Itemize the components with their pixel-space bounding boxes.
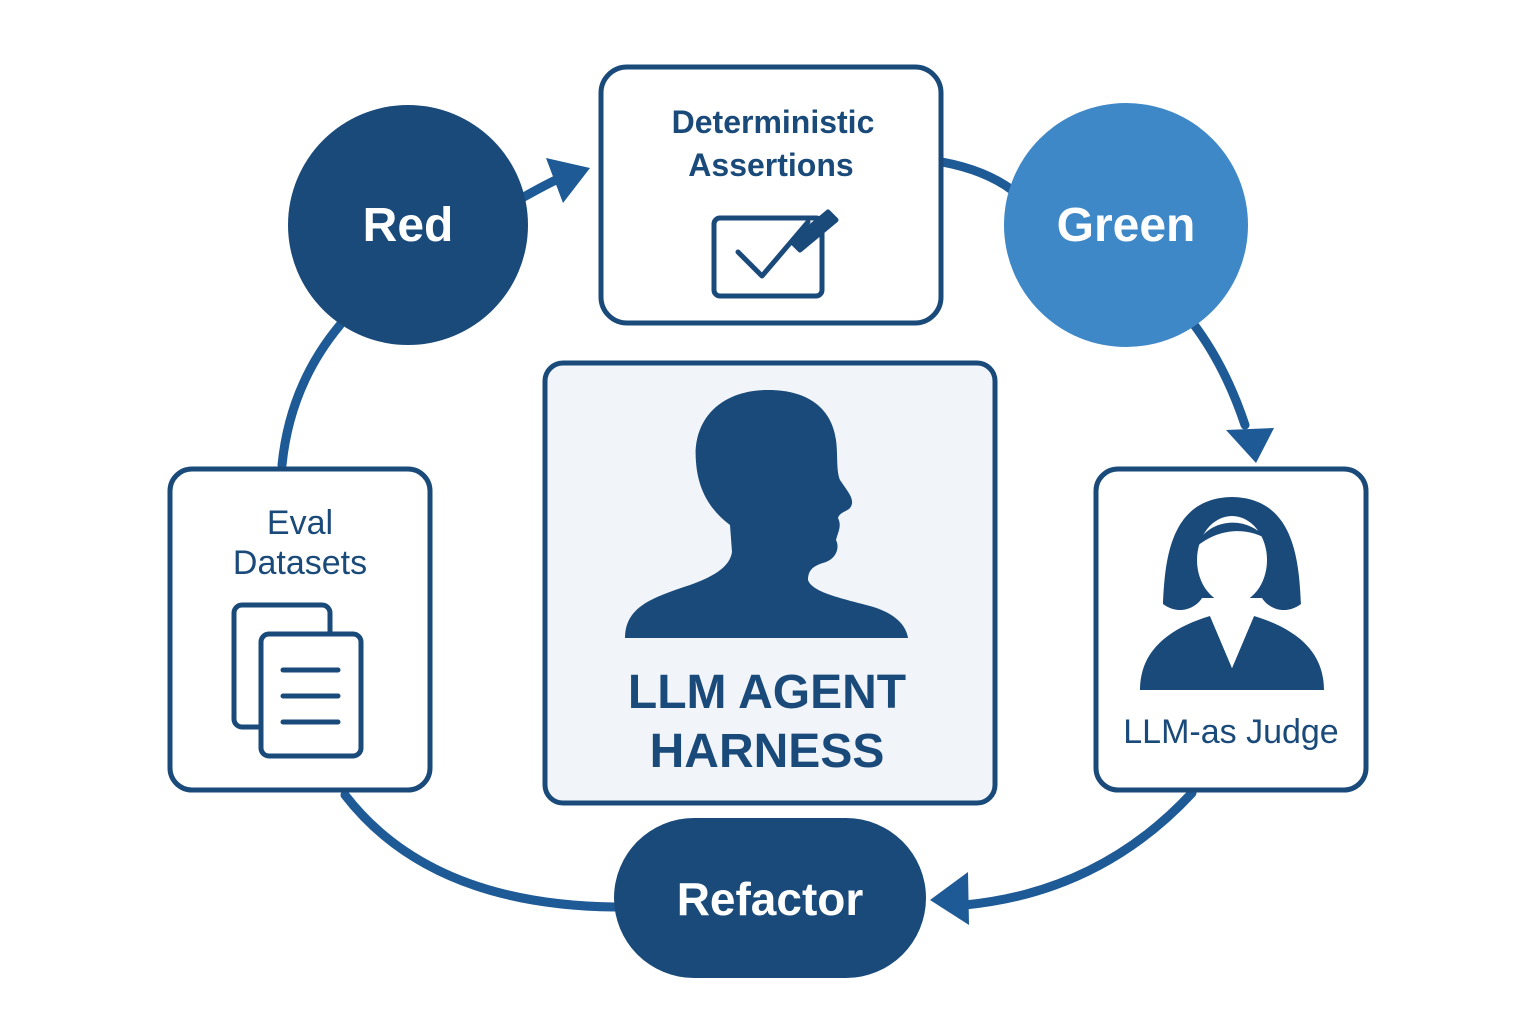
center-line1: LLM AGENT [628,666,906,719]
judge-label: LLM-as Judge [1123,713,1338,751]
refactor-node: Refactor [614,818,926,978]
green-label: Green [1057,199,1196,252]
assertions-line1: Deterministic [672,104,875,140]
checkbox-pen-icon [711,209,839,299]
connector-refactor-to-eval [340,790,620,912]
man-head-silhouette-icon [625,390,908,638]
assertions-node: Deterministic Assertions [598,64,944,326]
center-line2: HARNESS [650,725,885,778]
eval-node: Eval Datasets [167,466,433,793]
eval-line2: Datasets [233,544,367,582]
documents-icon [231,602,364,759]
eval-line1: Eval [267,504,333,542]
refactor-label: Refactor [677,873,864,925]
green-node: Green [1004,103,1248,347]
red-node: Red [288,105,528,345]
cycle-connectors [277,157,1274,925]
connector-eval-to-red [277,320,345,470]
arrowhead-red-to-assertions [546,158,590,203]
woman-avatar-icon [1140,497,1324,690]
red-label: Red [363,199,454,252]
arrowhead-green-to-judge [1226,428,1274,463]
arrow-judge-to-refactor [960,788,1197,910]
judge-node: LLM-as Judge [1093,466,1369,793]
arrowhead-judge-to-refactor [930,872,969,925]
arrow-green-to-judge [1187,317,1250,430]
assertions-line2: Assertions [688,147,853,183]
connector-assertions-to-green [937,157,1017,195]
arrow-red-to-assertions [517,173,565,203]
center-node: LLM AGENT HARNESS [542,360,998,806]
